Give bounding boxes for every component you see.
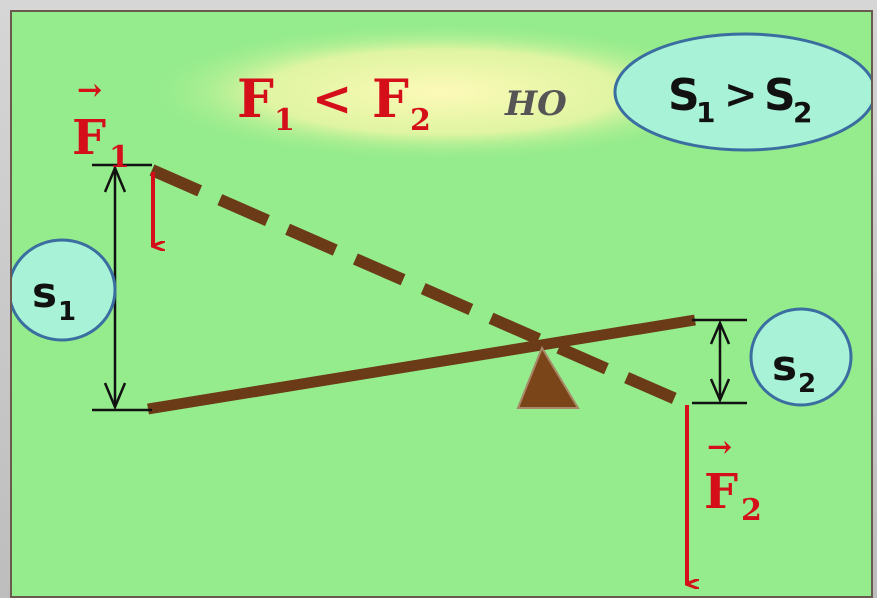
compare-s2: S	[764, 70, 796, 121]
force-2-letter: F	[704, 464, 738, 520]
title: F 1 < F 2 НО	[237, 69, 567, 138]
title-glow	[142, 22, 742, 162]
lever-diagram: F 1 < F 2 НО S 1 > S 2	[12, 22, 871, 598]
title-less-than: <	[312, 71, 352, 127]
compare-s2-sub: 2	[793, 96, 812, 129]
title-conjunction: НО	[504, 84, 567, 124]
s1-letter: s	[32, 268, 57, 317]
bubble-compare: S 1 > S 2	[613, 32, 871, 152]
lever-tilted-dashed	[149, 164, 690, 410]
title-f2: F	[372, 69, 409, 130]
title-f1-sub: 1	[274, 103, 295, 138]
diagram-board: F 1 < F 2 НО S 1 > S 2	[10, 10, 873, 598]
force-2-label: → F 2	[704, 430, 762, 528]
force-1-letter: F	[72, 110, 106, 166]
force-1-vector-arrow: →	[77, 73, 102, 108]
title-f1: F	[237, 69, 274, 130]
s2-letter: s	[772, 341, 797, 390]
compare-s1: S	[668, 70, 700, 121]
lever-solid	[147, 314, 696, 415]
force-1-sub: 1	[109, 140, 130, 175]
s1-sub: 1	[58, 297, 76, 327]
force-2-sub: 2	[741, 493, 762, 528]
fulcrum	[516, 345, 580, 409]
compare-s1-sub: 1	[696, 96, 715, 129]
s2-sub: 2	[798, 369, 816, 399]
s2-dimension	[692, 318, 747, 405]
title-f2-sub: 2	[410, 103, 431, 138]
force-2-vector-arrow: →	[707, 430, 732, 465]
bubble-s1: s 1	[12, 238, 117, 342]
compare-greater-than: >	[724, 72, 758, 118]
bubble-s2: s 2	[749, 307, 853, 407]
force-1-label: → F 1	[72, 73, 130, 175]
